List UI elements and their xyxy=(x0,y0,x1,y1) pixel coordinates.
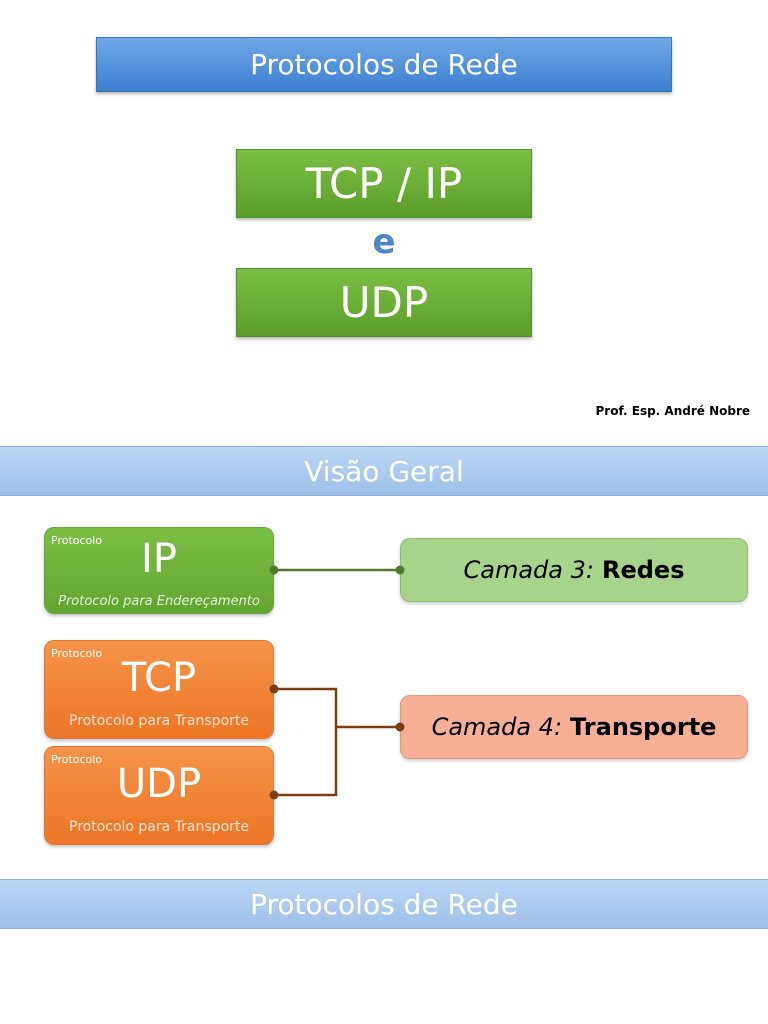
layer4-box: Camada 4: Transporte xyxy=(400,695,748,759)
protocol-name: TCP xyxy=(121,655,197,701)
ip-to-layer3-connector xyxy=(269,565,405,575)
slide1-title: Protocolos de Rede xyxy=(96,37,672,92)
layer-name: Transporte xyxy=(570,713,717,741)
protocol-description: Protocolo para Transporte xyxy=(69,713,249,729)
protocol-description: Protocolo para Endereçamento xyxy=(58,594,260,609)
slide3-title: Protocolos de Rede xyxy=(0,879,768,929)
udp-protocol-box: Protocolo UDP Protocolo para Transporte xyxy=(44,746,274,845)
protocol-name: UDP xyxy=(116,761,202,807)
protocol-tag: Protocolo xyxy=(51,534,103,547)
udp-box: UDP xyxy=(236,268,532,337)
transport-to-layer4-connector xyxy=(269,684,405,800)
layer-name: Redes xyxy=(601,556,685,584)
conjunction-label: e xyxy=(372,222,396,262)
author-label: Prof. Esp. André Nobre xyxy=(595,404,750,418)
ip-protocol-box: Protocolo IP Protocolo para Endereçament… xyxy=(44,527,274,614)
protocol-name: IP xyxy=(141,536,177,582)
layer-prefix: Camada 3: xyxy=(463,556,594,584)
tcp-protocol-box: Protocolo TCP Protocolo para Transporte xyxy=(44,640,274,739)
layer-prefix: Camada 4: xyxy=(431,713,563,741)
protocol-description: Protocolo para Transporte xyxy=(69,819,249,835)
protocol-tag: Protocolo xyxy=(51,753,103,766)
layer3-box: Camada 3: Redes xyxy=(400,538,748,602)
protocol-tag: Protocolo xyxy=(51,647,103,660)
slide2-title: Visão Geral xyxy=(0,446,768,496)
tcp-ip-box: TCP / IP xyxy=(236,149,532,218)
